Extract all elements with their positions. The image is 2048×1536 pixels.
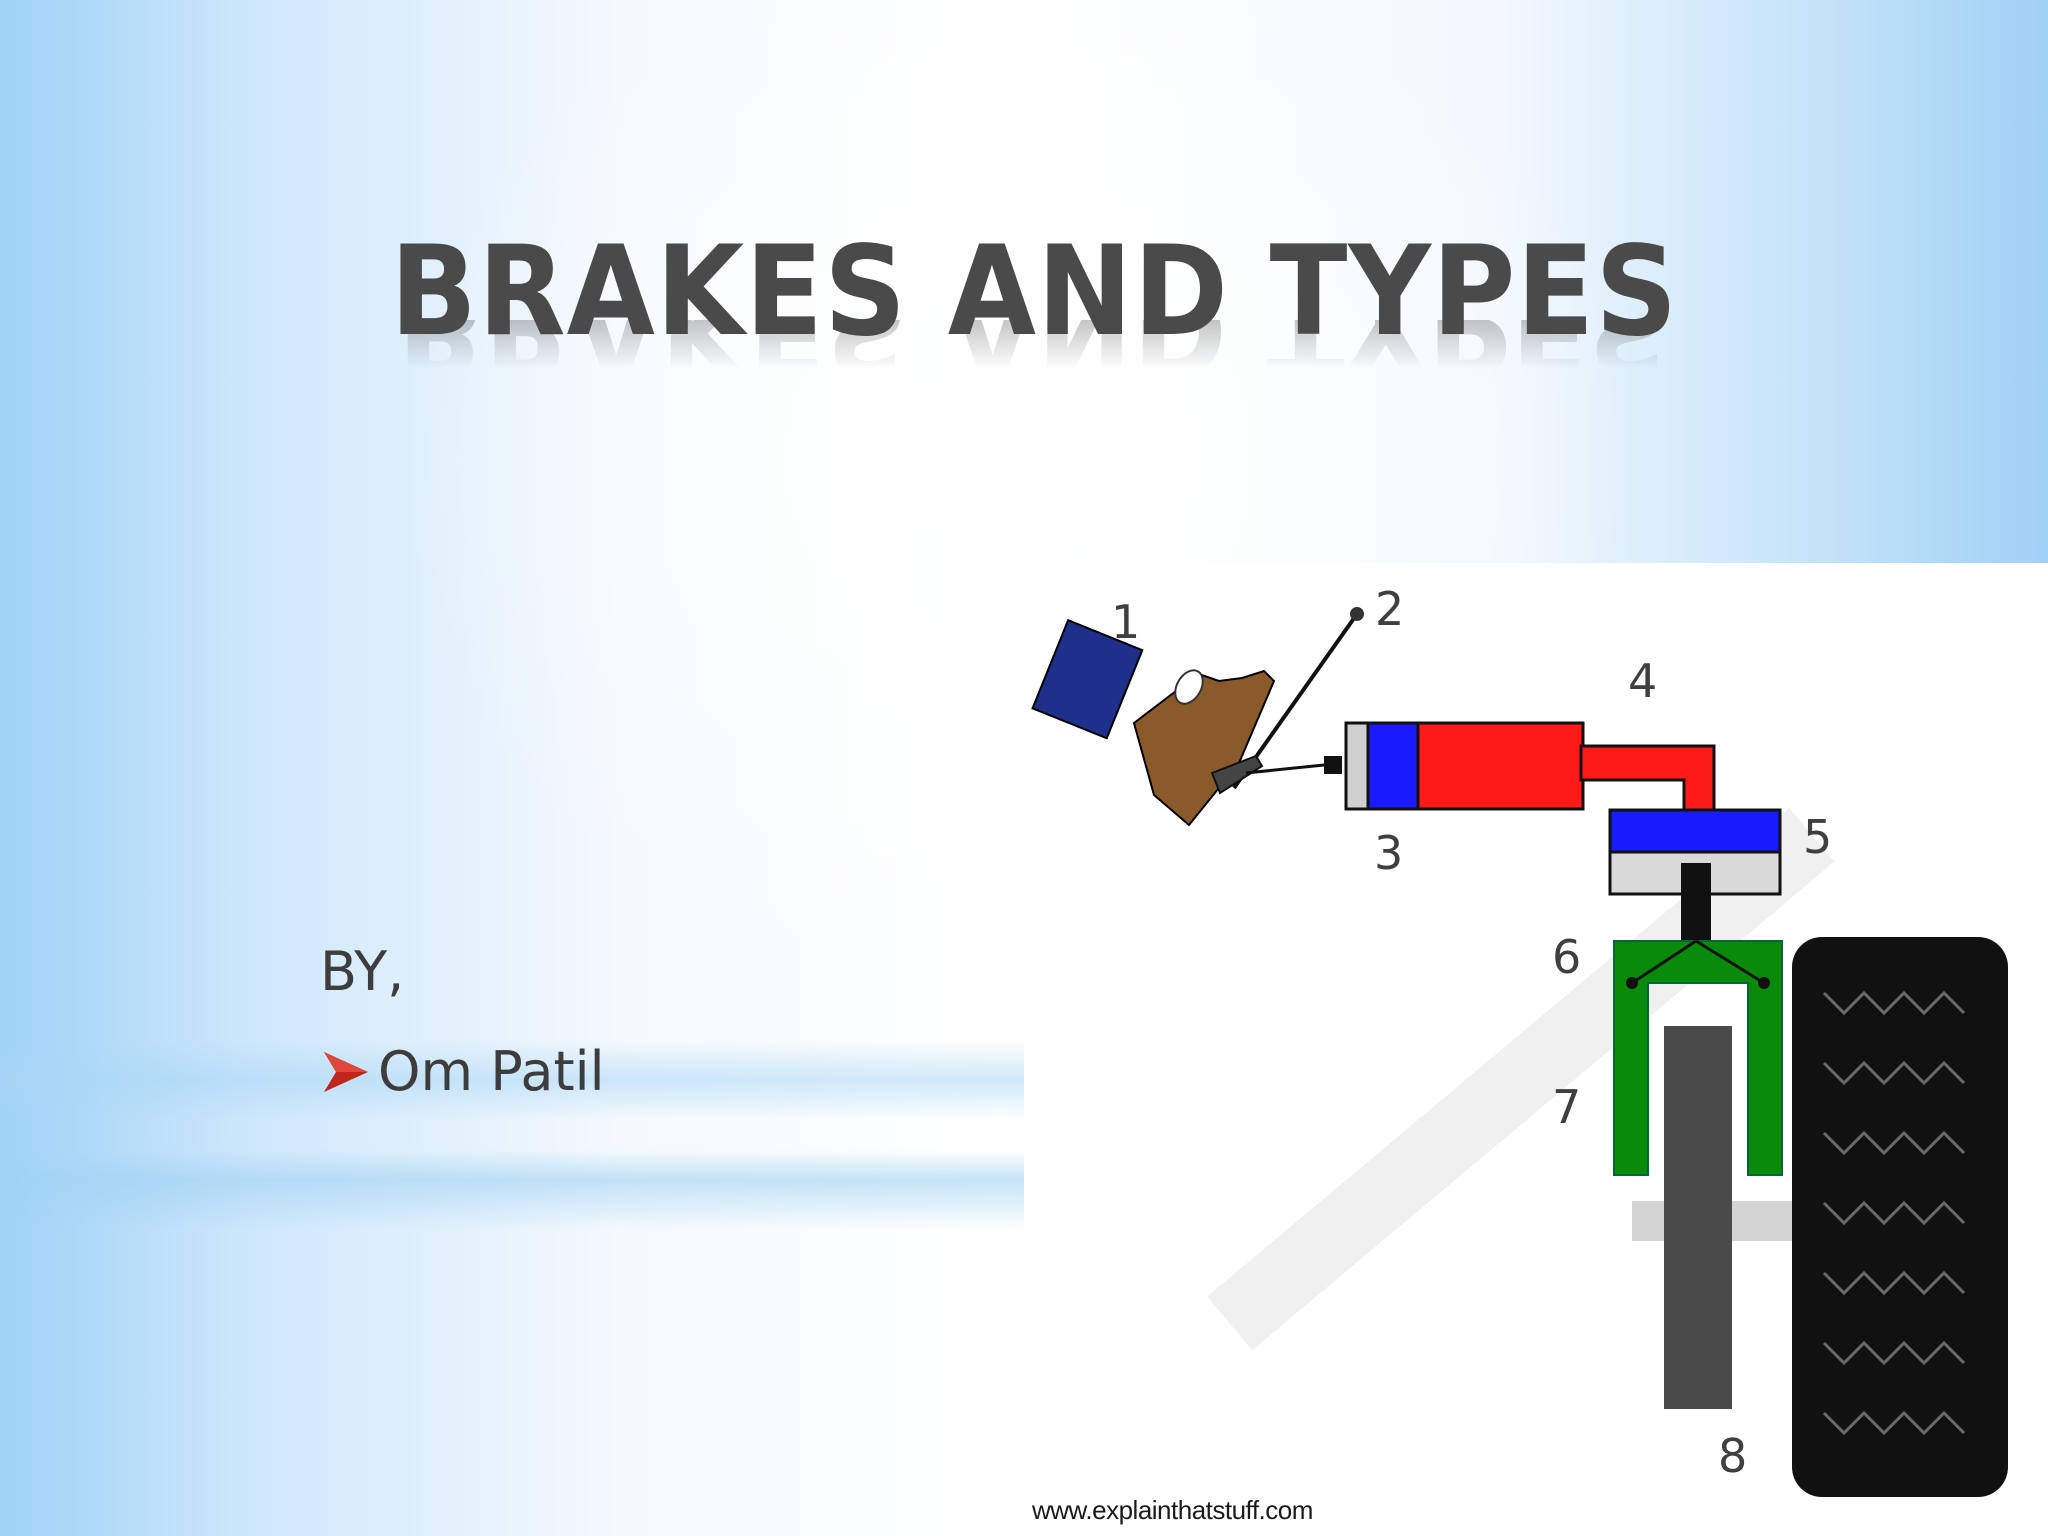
label-6: 6 [1552, 930, 1581, 984]
arrow-bullet-icon [324, 1051, 368, 1092]
author-item: Om Patil [320, 1040, 605, 1103]
author-name: Om Patil [378, 1040, 605, 1103]
source-credit: www.explainthatstuff.com [1032, 1495, 1313, 1525]
brake-diagram: 1 2 3 4 5 6 7 8 www.explainthatstuff.com [1024, 563, 2048, 1536]
label-2: 2 [1375, 582, 1404, 636]
shoelace [1174, 669, 1204, 705]
label-8: 8 [1718, 1429, 1747, 1483]
plunger [1681, 863, 1711, 941]
by-label: BY, [320, 940, 405, 1003]
label-7: 7 [1552, 1080, 1581, 1134]
brake-diagram-svg: 1 2 3 4 5 6 7 8 [1031, 582, 2008, 1497]
cylinder-cap [1344, 721, 1370, 811]
title-text: BRAKES AND TYPES [389, 220, 1679, 364]
brake-pipe [1579, 744, 1716, 815]
slave-piston [1608, 808, 1782, 854]
brake-disc [1664, 1026, 1732, 1409]
tire [1792, 937, 2008, 1497]
caliper [1613, 940, 1783, 1176]
slide-title: BRAKES AND TYPES BRAKES AND TYPES [0, 230, 2048, 390]
shoe [1132, 669, 1276, 827]
leg [1031, 618, 1144, 740]
label-5: 5 [1803, 810, 1832, 864]
label-1: 1 [1111, 595, 1140, 649]
master-cylinder [1416, 721, 1585, 811]
pedal-pivot [1350, 607, 1364, 621]
label-3: 3 [1374, 826, 1403, 880]
title-reflection: BRAKES AND TYPES [101, 320, 1967, 390]
pedal-pad [1210, 754, 1264, 795]
byline-block: BY, Om Patil [320, 940, 605, 1103]
label-4: 4 [1628, 654, 1657, 708]
tire-tread [1822, 990, 1966, 1436]
master-piston [1366, 721, 1420, 811]
